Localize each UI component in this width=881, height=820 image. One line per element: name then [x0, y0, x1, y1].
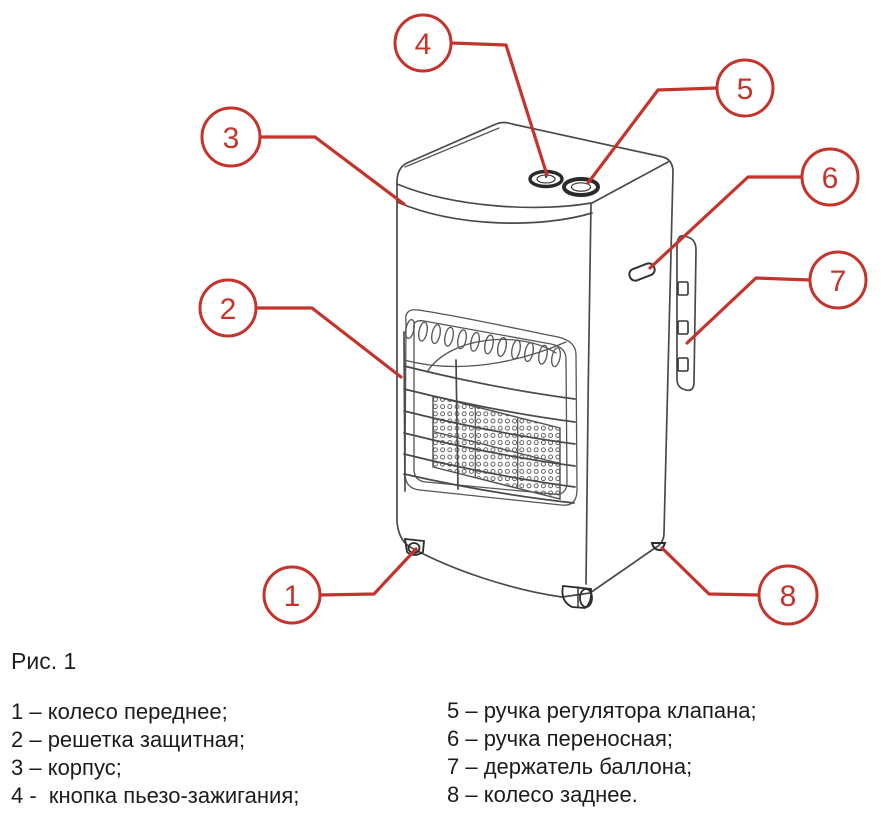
svg-text:5: 5	[737, 73, 754, 106]
svg-text:2: 2	[220, 293, 237, 326]
ceramic-tiles	[432, 395, 561, 500]
carrying-handle	[628, 262, 656, 282]
svg-text:1: 1	[284, 580, 301, 613]
legend-item-5: 5 – ручка регулятора клапана;	[447, 698, 757, 723]
right-front-wheel	[561, 585, 593, 609]
callout-6: 6	[800, 147, 860, 207]
svg-text:7: 7	[830, 265, 847, 298]
legend-right-column: 5 – ручка регулятора клапана; 6 – ручка …	[447, 697, 757, 809]
cylinder-holder	[676, 234, 697, 392]
top-face-front-edge	[396, 183, 592, 209]
svg-text:8: 8	[780, 580, 797, 613]
legend-item-3: 3 – корпус;	[11, 755, 122, 780]
top-left-edge-inner	[404, 127, 500, 168]
callout-1: 1	[262, 565, 322, 625]
leader-line-4	[449, 41, 549, 177]
callouts: 1 2 3 4 5 6 7	[198, 13, 868, 626]
legend-item-2: 2 – решетка защитная;	[11, 727, 246, 752]
callout-2: 2	[198, 278, 258, 338]
callout-8: 8	[757, 564, 819, 626]
figure-caption: Рис. 1	[11, 648, 77, 674]
vent-slots	[405, 318, 561, 368]
reflector-dome	[426, 338, 557, 373]
callout-4: 4	[393, 13, 453, 73]
leader-line-2	[254, 306, 403, 379]
front-panel	[404, 309, 578, 506]
leader-line-1	[318, 547, 418, 597]
leader-line-3	[258, 135, 406, 206]
legend-left-column: 1 – колесо переднее; 2 – решетка защитна…	[11, 698, 299, 810]
legend-item-1: 1 – колесо переднее;	[11, 699, 228, 724]
protective-grille	[403, 331, 576, 504]
leader-lines	[254, 41, 812, 597]
heater-illustration	[396, 121, 697, 609]
front-right-edge	[585, 202, 592, 585]
leader-line-8	[660, 546, 761, 597]
gas-heater-diagram: 1 2 3 4 5 6 7	[198, 13, 868, 626]
front-bulge-fold	[396, 201, 593, 224]
callout-5: 5	[715, 58, 775, 118]
leader-line-6	[648, 175, 804, 270]
heater-body	[396, 121, 674, 598]
leader-line-5	[586, 86, 719, 185]
legend-item-4: 4 - кнопка пьезо-зажигания;	[11, 783, 300, 808]
svg-text:3: 3	[223, 122, 240, 155]
top-right-edge	[591, 161, 669, 204]
leader-line-7	[685, 276, 812, 345]
svg-text:6: 6	[822, 162, 839, 195]
callout-3: 3	[200, 106, 262, 168]
valve-regulator-knob	[562, 177, 600, 197]
svg-text:4: 4	[415, 28, 432, 61]
legend-item-8: 8 – колесо заднее.	[447, 782, 638, 807]
legend-item-7: 7 – держатель баллона;	[447, 754, 693, 779]
legend-item-6: 6 – ручка переносная;	[447, 726, 674, 751]
callout-7: 7	[808, 250, 868, 310]
